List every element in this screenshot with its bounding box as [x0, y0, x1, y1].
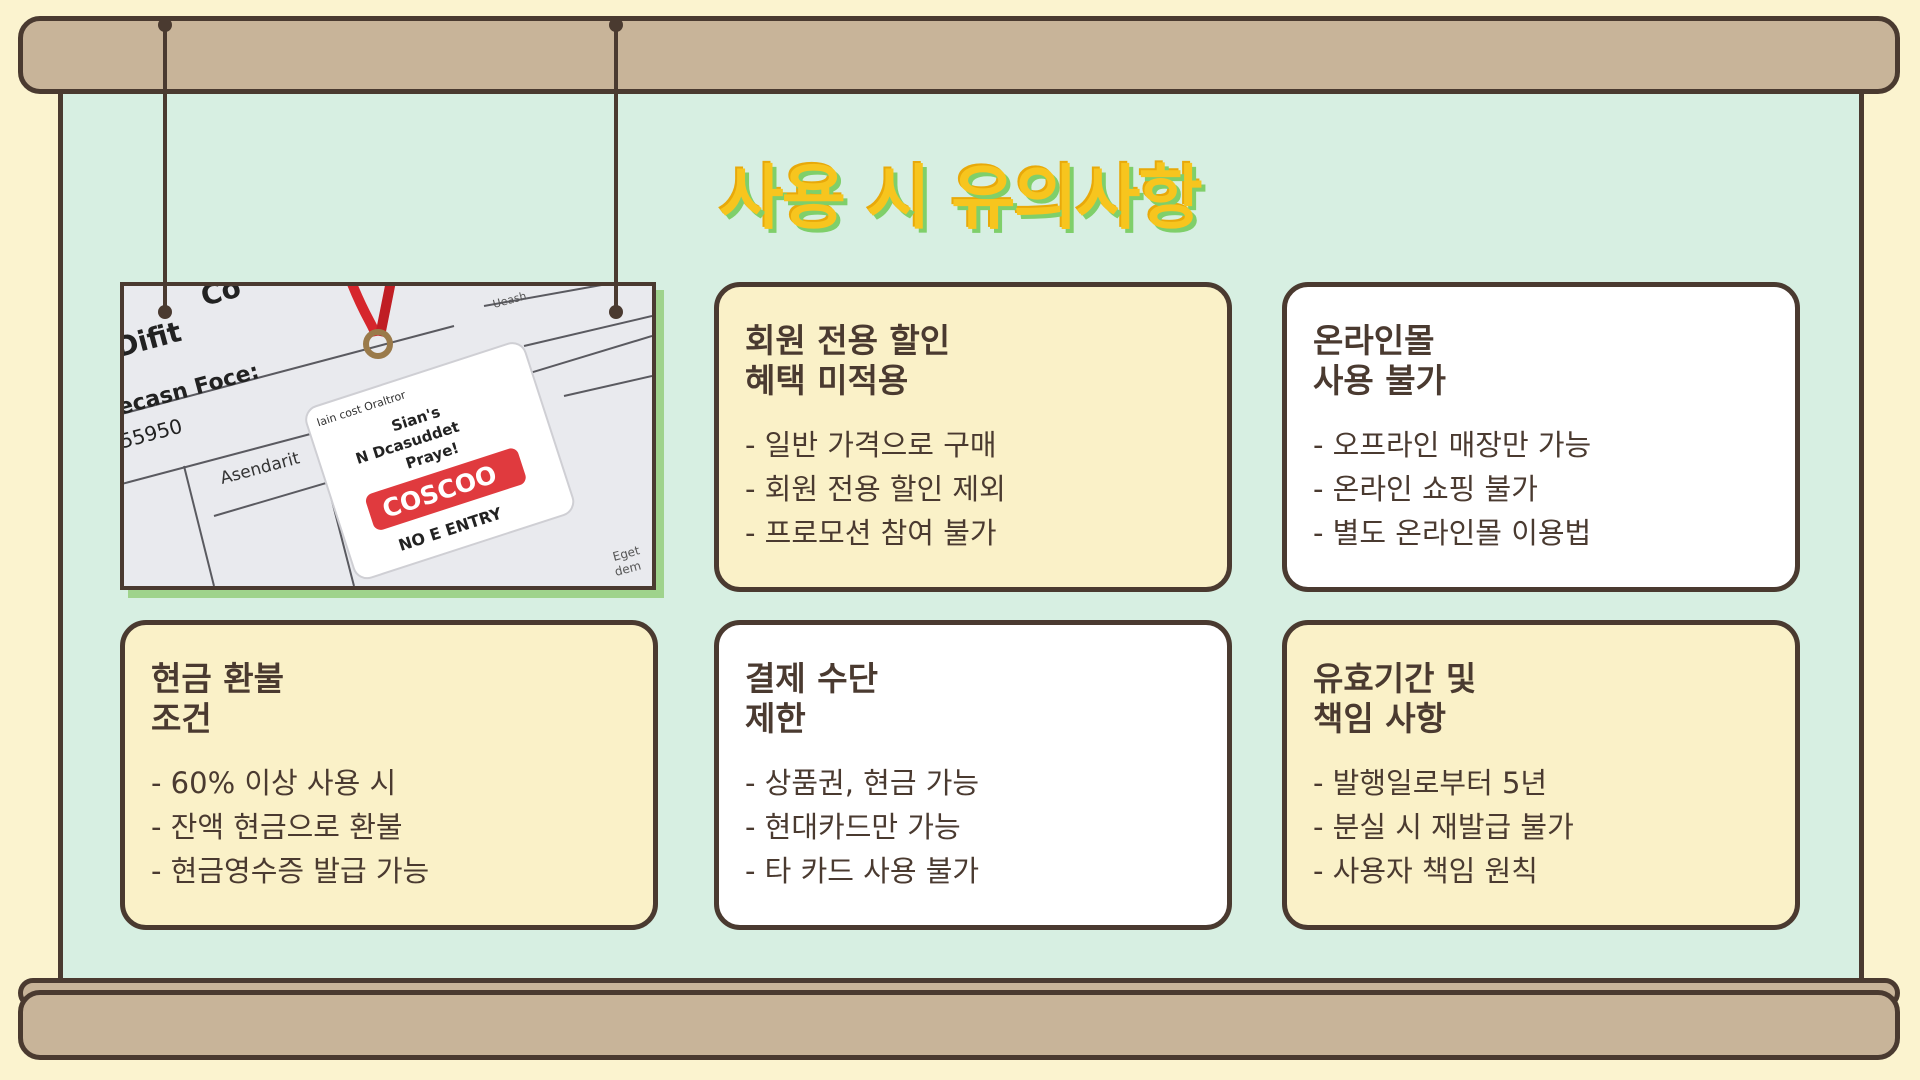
card-heading: 회원 전용 할인 혜택 미적용	[745, 321, 951, 400]
card-member-discount: 회원 전용 할인 혜택 미적용 - 일반 가격으로 구매 - 회원 전용 할인 …	[714, 282, 1232, 592]
card-online-mall: 온라인몰 사용 불가 - 오프라인 매장만 가능 - 온라인 쇼핑 불가 - 별…	[1282, 282, 1800, 592]
brand-badge	[365, 448, 526, 530]
card-item: - 분실 시 재발급 불가	[1313, 810, 1574, 844]
gift-card-photo: Difit Co ecasn Foce: 55950 Asendarit Uea…	[120, 282, 656, 590]
photo-pin	[158, 305, 172, 319]
string-knot	[158, 18, 172, 32]
card-item: - 별도 온라인몰 이용법	[1313, 516, 1592, 550]
card-item: - 현대카드만 가능	[745, 810, 961, 844]
card-item: - 현금영수증 발급 가능	[151, 854, 430, 888]
card-item: - 일반 가격으로 구매	[745, 428, 997, 462]
card-cash-refund: 현금 환불 조건 - 60% 이상 사용 시 - 잔액 현금으로 환불 - 현금…	[120, 620, 658, 930]
hanging-string-left	[163, 22, 167, 314]
card-payment-method: 결제 수단 제한 - 상품권, 현금 가능 - 현대카드만 가능 - 타 카드 …	[714, 620, 1232, 930]
photo-text: dem	[613, 558, 642, 578]
card-validity: 유효기간 및 책임 사항 - 발행일로부터 5년 - 분실 시 재발급 불가 -…	[1282, 620, 1800, 930]
card-item: - 60% 이상 사용 시	[151, 766, 397, 800]
card-item: - 타 카드 사용 불가	[745, 854, 980, 888]
photo-text: Eget	[611, 543, 641, 564]
card-item: - 오프라인 매장만 가능	[1313, 428, 1592, 462]
card-heading: 온라인몰 사용 불가	[1313, 321, 1446, 400]
card-item: - 상품권, 현금 가능	[745, 766, 980, 800]
photo-pin	[609, 305, 623, 319]
card-item: - 발행일로부터 5년	[1313, 766, 1548, 800]
card-item: - 잔액 현금으로 환불	[151, 810, 403, 844]
card-item: - 회원 전용 할인 제외	[745, 472, 1006, 506]
card-heading: 현금 환불 조건	[151, 659, 284, 738]
card-heading: 결제 수단 제한	[745, 659, 878, 738]
string-knot	[609, 18, 623, 32]
page-title: 사용 시 유의사항	[719, 157, 1203, 239]
card-heading: 유효기간 및 책임 사항	[1313, 659, 1477, 738]
card-item: - 사용자 책임 원칙	[1313, 854, 1538, 888]
hanging-string-right	[614, 22, 618, 314]
card-item: - 프로모션 참여 불가	[745, 516, 997, 550]
card-item: - 온라인 쇼핑 불가	[1313, 472, 1538, 506]
bottom-rod	[18, 990, 1900, 1060]
top-rod	[18, 16, 1900, 94]
